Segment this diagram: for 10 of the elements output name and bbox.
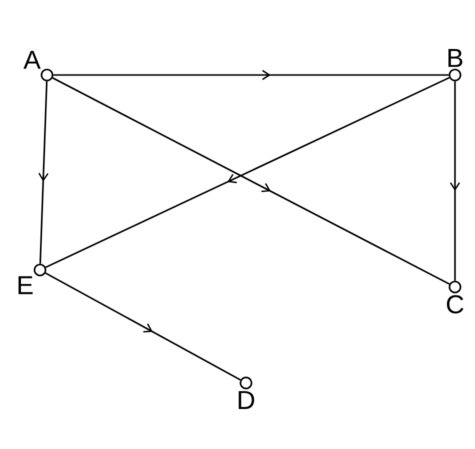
- node-circle: [448, 49, 462, 82]
- node-circle: [446, 280, 464, 314]
- node-letter: E: [18, 276, 33, 294]
- node-circle: [23, 50, 54, 82]
- node-letter: B: [448, 49, 462, 67]
- node-letter: C: [446, 295, 464, 314]
- node-circle: [18, 264, 46, 294]
- node-letter: D: [238, 391, 254, 409]
- node-letter: A: [23, 50, 41, 69]
- node-circle: [238, 376, 254, 409]
